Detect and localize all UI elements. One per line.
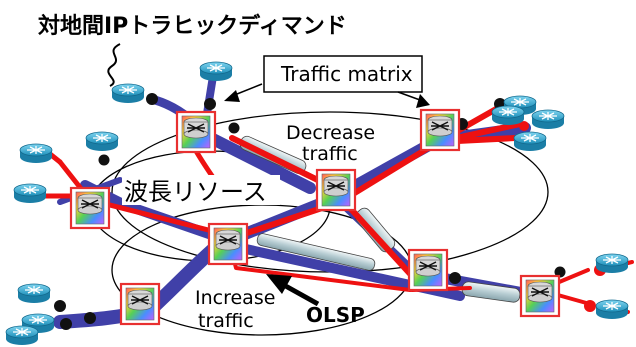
increase-label-2: traffic <box>198 310 254 332</box>
traffic-matrix-box <box>263 55 423 93</box>
traffic-matrix-arrow-right <box>397 91 421 101</box>
traffic-matrix-label: Traffic matrix <box>280 62 413 86</box>
router-icon <box>13 183 47 204</box>
router-icon <box>85 131 119 152</box>
router-icon <box>17 283 51 304</box>
optical-cross-connect-icon <box>175 110 217 154</box>
title-squiggle <box>107 43 121 87</box>
router-icon <box>111 83 145 104</box>
optical-cross-connect-icon <box>519 274 561 318</box>
optical-cross-connect-icon <box>69 186 111 230</box>
traffic-matrix-callout: Traffic matrix <box>224 55 430 108</box>
router-icon <box>19 143 53 164</box>
olsp-arrow <box>266 274 320 307</box>
optical-cross-connect-icon <box>315 168 357 212</box>
router-icon <box>595 253 629 274</box>
wavelength-label-bg <box>122 175 280 205</box>
olsp-label: OLSP <box>306 303 365 327</box>
optical-cross-connect-icon <box>407 248 449 292</box>
amplifier-tube <box>354 207 396 253</box>
increase-label-1: Increase <box>195 287 275 309</box>
title-label: 対地間IPトラヒックディマンド <box>38 13 347 39</box>
optical-cross-connect-icon <box>419 108 461 152</box>
router-icon <box>5 325 39 346</box>
router-icon <box>199 61 233 82</box>
amplifier-tube <box>256 233 376 271</box>
router-icon <box>491 105 525 126</box>
optical-cross-connect-icon <box>207 222 249 266</box>
router-icon <box>531 109 565 130</box>
wavelength-label: 波長リソース <box>124 178 267 206</box>
decrease-label-2: traffic <box>302 143 358 165</box>
decrease-label-1: Decrease <box>286 122 375 144</box>
router-icon <box>595 299 629 320</box>
router-icon <box>513 131 547 152</box>
optical-cross-connect-icon <box>119 282 161 326</box>
